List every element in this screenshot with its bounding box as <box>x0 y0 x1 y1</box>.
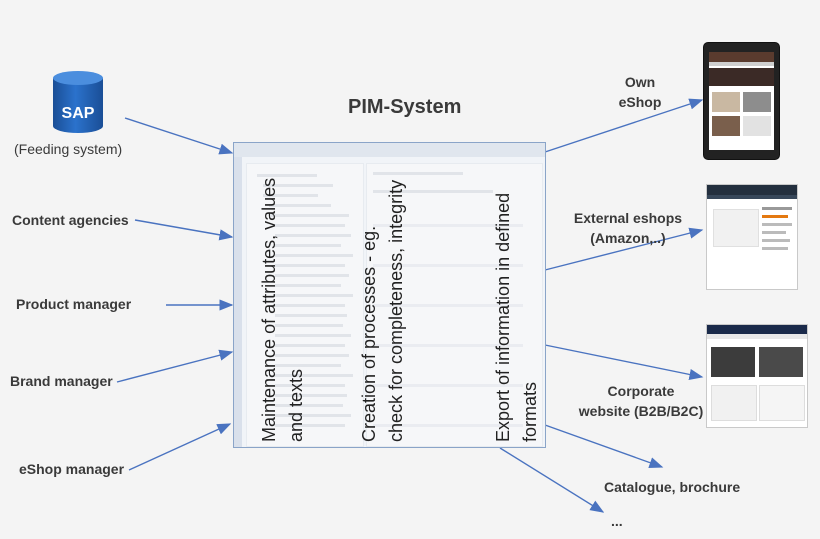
target-own-eshop-line2: eShop <box>618 94 662 110</box>
target-more: ... <box>611 513 623 529</box>
pim-function-maintenance-line1: Maintenance of attributes, values <box>259 177 279 442</box>
arrow-own-eshop <box>544 98 704 153</box>
pim-function-processes: Creation of processes - eg. check for co… <box>356 180 410 442</box>
sap-sublabel: (Feeding system) <box>14 141 123 157</box>
pim-function-processes-line2: check for completeness, integrity <box>386 179 406 442</box>
diagram-title: PIM-System <box>348 96 462 118</box>
target-catalogue: Catalogue, brochure <box>604 479 741 495</box>
arrow-content-agencies <box>134 219 234 241</box>
arrow-eshop-manager <box>128 423 232 471</box>
target-corporate-website: Corporate website (B2B/B2C) <box>571 381 711 421</box>
pim-function-maintenance: Maintenance of attributes, values and te… <box>256 178 310 442</box>
source-brand-manager: Brand manager <box>10 373 113 389</box>
arrow-more <box>499 447 605 513</box>
source-product-manager: Product manager <box>16 296 132 312</box>
target-external-eshops: External eshops (Amazon,..) <box>566 208 690 248</box>
target-external-line1: External eshops <box>573 210 683 226</box>
pim-function-processes-line1: Creation of processes - eg. <box>359 225 379 442</box>
target-own-eshop-line1: Own <box>624 74 656 90</box>
arrow-external <box>544 227 704 271</box>
pim-function-export-line1: Export of information in defined <box>493 192 513 442</box>
source-content-agencies: Content agencies <box>12 212 129 228</box>
arrow-sap <box>124 117 234 155</box>
target-own-eshop: Own eShop <box>610 72 670 112</box>
arrow-catalogue <box>544 424 664 469</box>
sap-logo-text: SAP <box>61 105 95 122</box>
sap-database-icon <box>53 71 103 133</box>
own-eshop-tablet-image <box>703 42 780 160</box>
arrow-brand-manager <box>116 349 234 383</box>
external-eshop-amazon-image <box>706 184 798 290</box>
pim-function-export-line2: formats <box>520 381 540 442</box>
pim-function-export: Export of information in defined formats <box>490 193 544 442</box>
target-corporate-line1: Corporate <box>607 383 675 399</box>
target-corporate-line2: website (B2B/B2C) <box>578 403 704 419</box>
corporate-website-image <box>706 324 808 428</box>
pim-function-maintenance-line2: and texts <box>286 368 306 442</box>
arrow-corporate <box>544 344 704 380</box>
target-external-line2: (Amazon,..) <box>590 230 666 246</box>
source-eshop-manager: eShop manager <box>19 461 125 477</box>
pim-system-box <box>233 142 546 448</box>
